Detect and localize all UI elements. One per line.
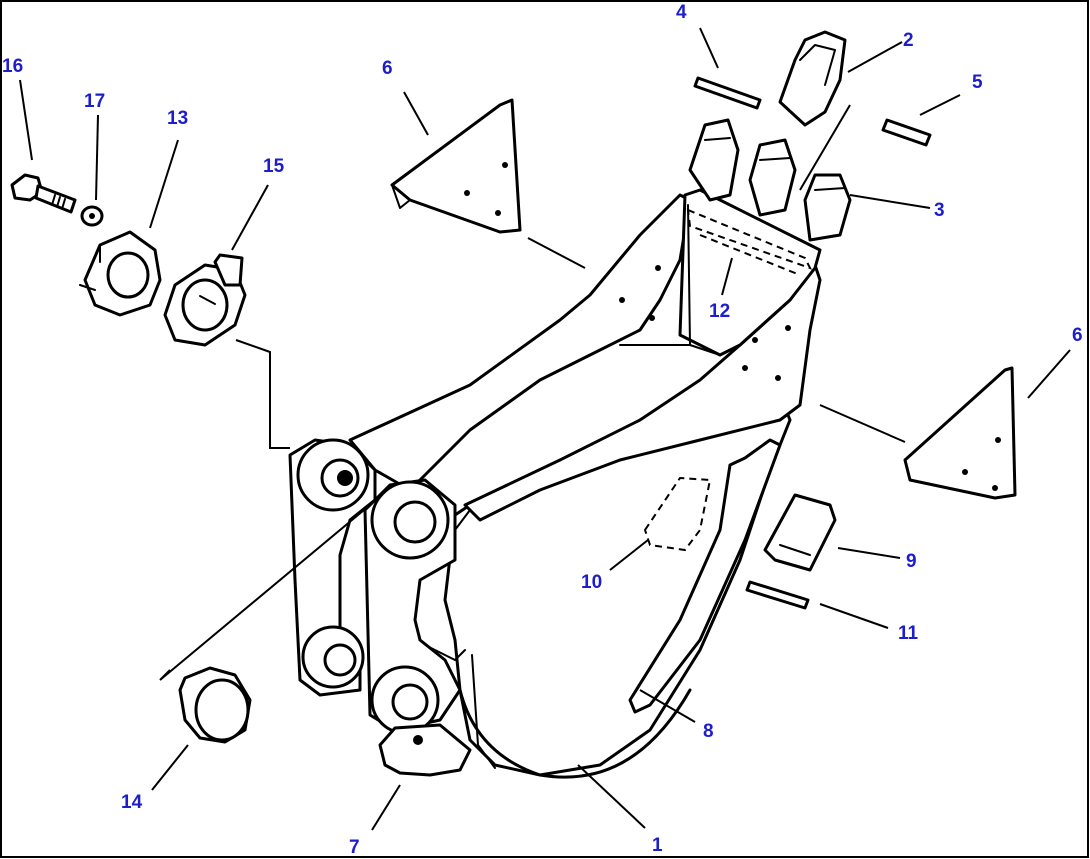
part-12-edge-line [699, 234, 801, 276]
side-cutter-left [390, 98, 522, 234]
pin-11 [745, 580, 810, 610]
callout-11: 11 [898, 623, 919, 644]
mounting-lugs [288, 438, 472, 777]
side-cutter-right [903, 366, 1017, 500]
callout-3: 3 [934, 200, 945, 221]
part-9 [763, 493, 837, 572]
part-13 [79, 230, 162, 317]
callout-6-left: 6 [382, 58, 393, 79]
callout-16: 16 [2, 56, 23, 77]
callout-4: 4 [676, 2, 687, 23]
callout-8: 8 [703, 721, 714, 742]
callout-1: 1 [652, 835, 663, 856]
adapter-teeth [688, 118, 852, 242]
part-10 [643, 476, 712, 552]
bushing-14 [178, 666, 252, 744]
callout-17: 17 [84, 91, 105, 112]
part-15 [163, 253, 247, 347]
tooth-point [778, 30, 847, 127]
callout-13: 13 [167, 108, 188, 129]
callout-10: 10 [581, 572, 602, 593]
callout-6-right: 6 [1072, 325, 1083, 346]
callout-5: 5 [972, 72, 983, 93]
callout-15: 15 [263, 156, 285, 177]
pin-5 [881, 118, 932, 147]
part-12-edge [686, 208, 812, 270]
callout-2: 2 [903, 30, 914, 51]
callout-9: 9 [906, 551, 917, 572]
callout-12: 12 [709, 301, 730, 322]
callout-7: 7 [349, 837, 360, 858]
pin-4 [693, 76, 762, 110]
bolt-16 [10, 173, 77, 214]
leader-lines [19, 27, 1071, 831]
callout-14: 14 [121, 792, 143, 813]
bucket-body [348, 188, 822, 779]
